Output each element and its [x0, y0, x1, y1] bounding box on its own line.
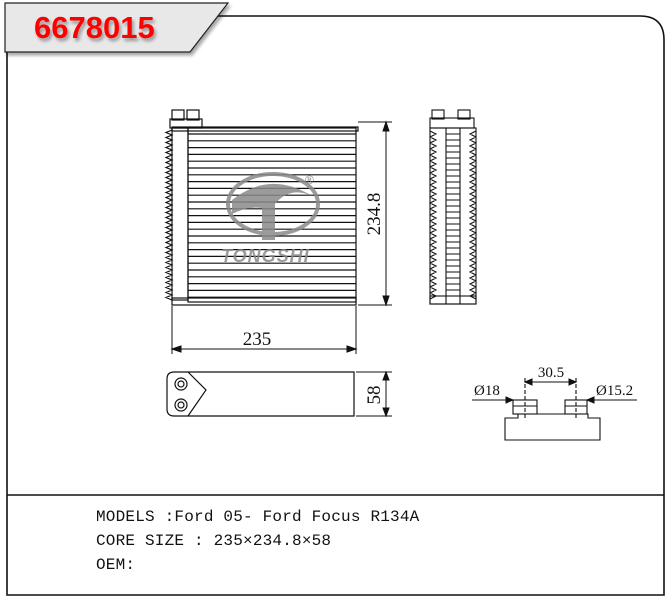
header-corrugation: [164, 129, 174, 301]
top-fitting-left: [171, 109, 185, 121]
oem-line: OEM:: [96, 556, 136, 574]
part-number-tag: [4, 2, 230, 53]
brand-registered-mark: ®: [305, 173, 314, 187]
models-line: MODELS :Ford 05- Ford Focus R134A: [96, 508, 420, 526]
depth-value: 58: [364, 386, 385, 405]
brand-name: TONGSHI: [221, 246, 310, 266]
port-upper: [174, 377, 188, 391]
outer-frame: [6, 15, 665, 596]
bottom-view: [166, 371, 355, 417]
pipe-spacing-dimension: [472, 378, 637, 404]
part-number: 6678015: [34, 10, 155, 45]
pipe-detail: [504, 378, 601, 441]
pipe-left-diameter: Ø18: [474, 383, 500, 399]
side-view: [429, 109, 477, 305]
left-header-tank: [171, 127, 189, 301]
width-dimension: [170, 306, 358, 354]
depth-dimension: [356, 370, 392, 418]
width-value: 235: [243, 329, 272, 350]
height-value: 234.8: [364, 193, 385, 236]
port-lower: [174, 398, 188, 412]
pipe-spacing-value: 30.5: [538, 365, 564, 381]
bottom-plate: [171, 297, 357, 306]
pipe-right-diameter: Ø15.2: [596, 383, 633, 399]
brand-logo: ® TONGSHI: [221, 172, 320, 266]
top-fitting-right: [186, 109, 200, 121]
front-view: [164, 109, 359, 306]
core-size-line: CORE SIZE : 235×234.8×58: [96, 532, 332, 550]
side-corrugation: [429, 130, 477, 300]
height-dimension: [358, 120, 392, 307]
